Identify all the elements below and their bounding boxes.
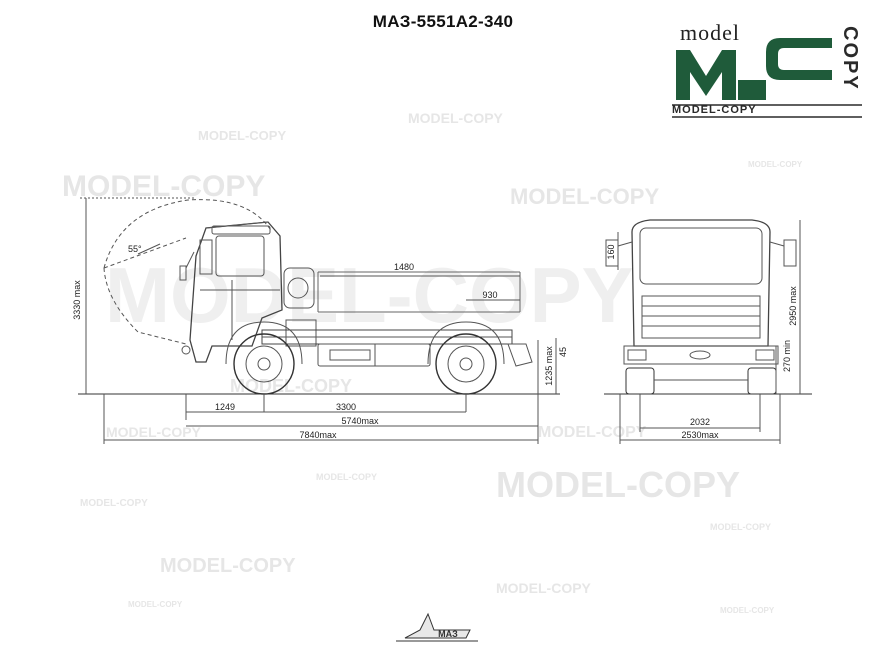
- front-view: [604, 219, 812, 444]
- watermark: MODEL-COPY: [538, 424, 647, 441]
- watermark: MODEL-COPY: [510, 184, 660, 209]
- dim-cab-top: 160: [606, 244, 616, 259]
- dim-track: 2032: [690, 417, 710, 427]
- watermark: MODEL-COPY: [408, 110, 503, 126]
- dim-front-overhang: 1249: [215, 402, 235, 412]
- watermark: MODEL-COPY: [496, 580, 591, 596]
- dim-front-height: 2950 max: [788, 286, 798, 326]
- watermark: MODEL-COPY: [710, 522, 772, 532]
- dim-platform-rear: 930: [482, 290, 497, 300]
- dim-frame-height: 1235 max: [544, 346, 554, 386]
- watermark: MODEL-COPY: [316, 472, 378, 482]
- logo-bottom-text: MODEL-COPY: [672, 104, 757, 116]
- logo-word-model: model: [680, 20, 740, 45]
- dim-frame-length: 5740max: [341, 416, 379, 426]
- footer-logo-text: МАЗ: [438, 629, 458, 639]
- drawing-title: МАЗ-5551А2-340: [372, 12, 514, 31]
- watermark: MODEL-COPY: [128, 600, 183, 609]
- logo-mc-mark: [672, 38, 862, 118]
- watermark: MODEL-COPY: [496, 464, 741, 505]
- dim-wheelbase: 3300: [336, 402, 356, 412]
- dim-overall-length: 7840max: [299, 430, 337, 440]
- maz-footer-logo: [396, 612, 478, 642]
- logo-word-copy: COPY: [839, 26, 861, 91]
- watermark: MODEL-COPY: [62, 170, 266, 203]
- watermark: MODEL-COPY: [748, 160, 803, 169]
- dim-height-max: 3330 max: [72, 280, 82, 320]
- dim-platform-length: 1480: [394, 262, 414, 272]
- model-copy-logo: model COPY MODEL-COPY: [668, 14, 868, 118]
- dim-angle: 55°: [128, 244, 142, 254]
- dim-clearance: 270 min: [782, 340, 792, 372]
- watermark: MODEL-COPY: [720, 606, 775, 615]
- watermark: MODEL-COPY: [198, 128, 287, 143]
- dim-rear-offset: 45: [558, 347, 568, 357]
- watermark: MODEL-COPY: [160, 555, 296, 577]
- watermark: MODEL-COPY: [106, 424, 201, 440]
- dim-width: 2530max: [681, 430, 719, 440]
- watermark: MODEL-COPY: [230, 376, 353, 396]
- side-view: [78, 197, 560, 444]
- watermark: MODEL-COPY: [80, 498, 148, 509]
